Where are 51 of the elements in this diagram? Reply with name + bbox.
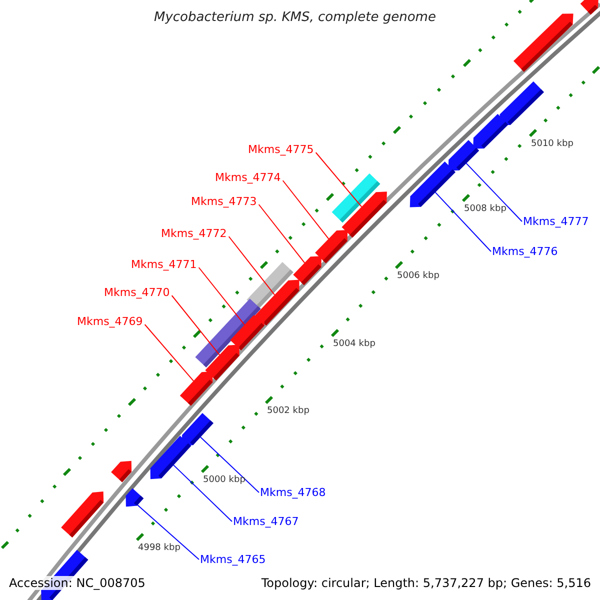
gene-block	[580, 0, 598, 15]
gene-block	[111, 460, 132, 482]
leader-line	[144, 324, 194, 382]
gene-label: Mkms_4768	[260, 487, 326, 498]
leader-line	[282, 180, 330, 240]
leader-line	[173, 464, 232, 522]
scale-label: 5002 kbp	[267, 407, 310, 416]
gene-label: Mkms_4777	[523, 216, 589, 227]
gene-block	[473, 114, 508, 149]
gene-block	[126, 488, 144, 507]
gene-block	[182, 412, 214, 446]
scale-label: 5004 kbp	[333, 340, 376, 349]
info-text: Topology: circular; Length: 5,737,227 bp; Genes: 5,516	[261, 576, 591, 590]
leader-line	[258, 204, 306, 264]
leader-line	[466, 162, 522, 222]
gene-label: Mkms_4770	[104, 287, 170, 298]
gene-label: Mkms_4774	[215, 172, 281, 183]
gene-label: Mkms_4772	[161, 228, 227, 239]
gene-label: Mkms_4776	[492, 246, 558, 257]
leader-line	[434, 192, 492, 252]
gene-block	[230, 314, 264, 350]
gene-block	[150, 436, 192, 480]
leader-line	[315, 152, 362, 208]
gene-block	[293, 256, 322, 286]
leader-line	[228, 236, 276, 296]
gene-block	[448, 140, 480, 171]
leader-line	[171, 295, 220, 356]
gene-block	[513, 14, 574, 72]
gene-block	[315, 230, 348, 264]
gene-block	[205, 344, 240, 380]
leader-line	[198, 267, 246, 326]
gene-block	[180, 371, 213, 406]
scale-label: 4998 kbp	[138, 544, 180, 553]
gene-label: Mkms_4773	[191, 196, 257, 207]
gene-label: Mkms_4775	[248, 144, 314, 155]
scale-label: 5010 kbp	[531, 140, 574, 149]
leader-line	[200, 436, 260, 493]
scale-label: 5006 kbp	[397, 272, 440, 281]
info-text: Accession: NC_008705	[9, 576, 146, 590]
scale-label: 5008 kbp	[464, 205, 506, 214]
gene-block	[61, 492, 104, 538]
gene-block	[342, 192, 387, 238]
scale-label: 5000 kbp	[203, 476, 246, 485]
gene-label: Mkms_4767	[233, 516, 299, 527]
gene-label: Mkms_4765	[200, 554, 266, 565]
gene-block	[499, 81, 544, 126]
gene-block	[410, 162, 456, 208]
title: Mycobacterium sp. KMS, complete genome	[154, 11, 436, 24]
gene-label: Mkms_4771	[131, 259, 197, 270]
leader-line	[137, 504, 200, 560]
gene-label: Mkms_4769	[77, 316, 143, 327]
